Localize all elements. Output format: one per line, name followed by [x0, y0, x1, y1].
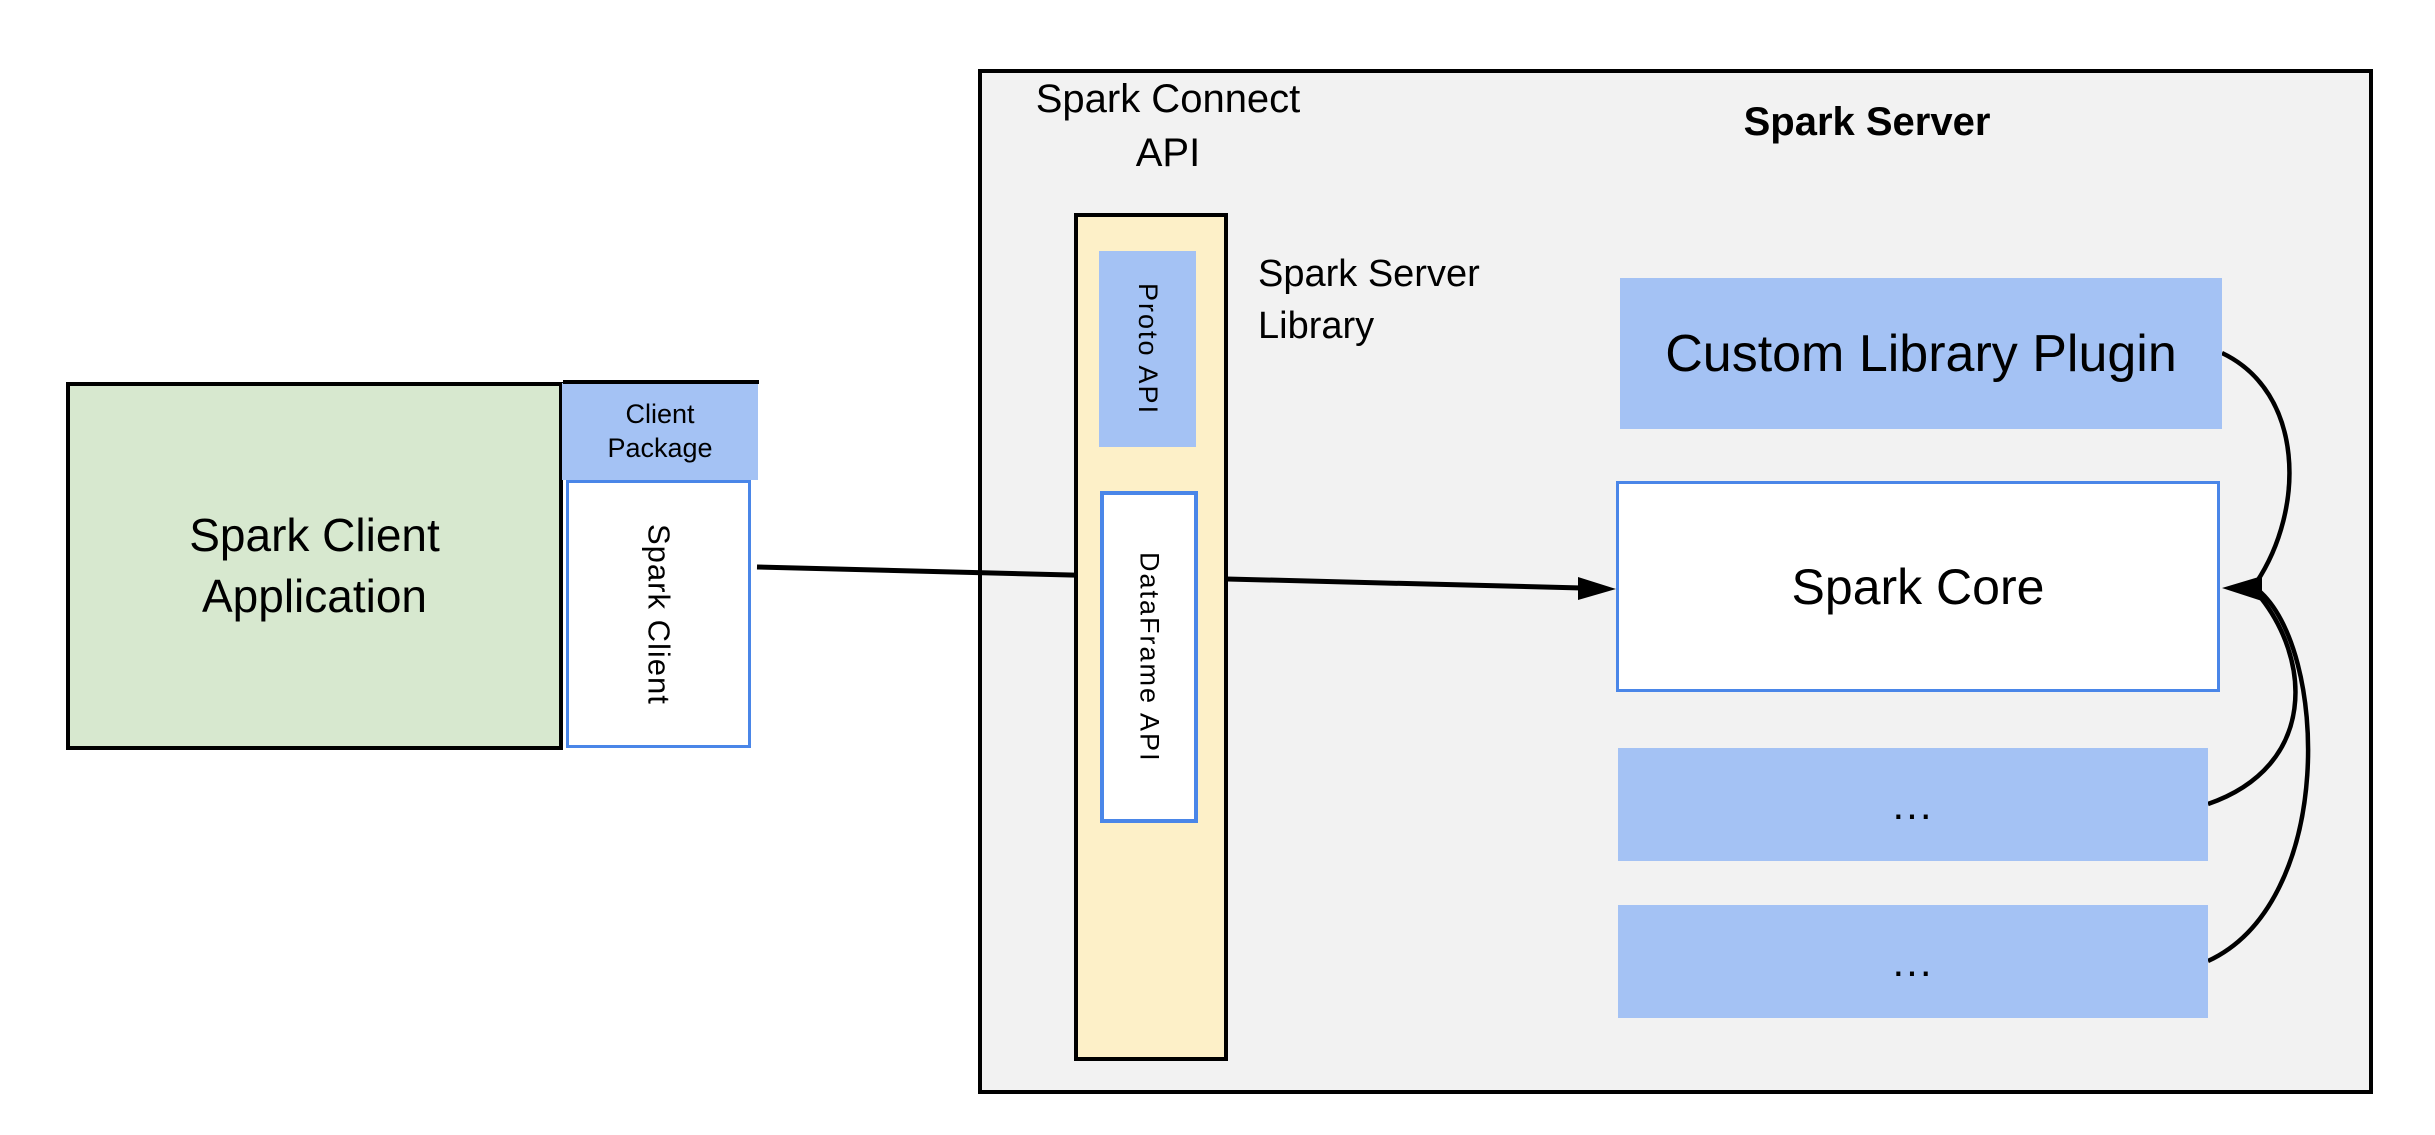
- spark-server-title: Spark Server: [1743, 100, 1991, 144]
- spark-server-library-label: Spark Server Library: [1258, 253, 1480, 348]
- proto-api-label: Proto API: [1133, 282, 1163, 416]
- spark-client-application-box: Spark Client Application: [66, 382, 563, 750]
- spark-core-label: Spark Core: [1791, 558, 2045, 615]
- ellipsis-label-2: ...: [1892, 937, 1934, 985]
- spark-core-box: Spark Core: [1616, 481, 2220, 692]
- spark-connect-api-title: Spark Connect API: [988, 72, 1348, 180]
- spark-connect-api-title-text: Spark Connect API: [1035, 77, 1301, 175]
- spark-client-box: Spark Client: [566, 480, 751, 748]
- custom-library-plugin-box: Custom Library Plugin: [1620, 278, 2222, 429]
- dataframe-api-label: DataFrame API: [1134, 551, 1165, 763]
- spark-client-application-label: Spark Client Application: [189, 509, 440, 622]
- dataframe-api-box: DataFrame API: [1100, 491, 1198, 823]
- ellipsis-label-1: ...: [1892, 780, 1934, 828]
- server-module-placeholder-1: ...: [1618, 748, 2208, 861]
- spark-client-label: Spark Client: [641, 523, 677, 705]
- client-package-label: Client Package: [607, 398, 713, 463]
- client-package-box: Client Package: [562, 383, 758, 480]
- server-module-placeholder-2: ...: [1618, 905, 2208, 1018]
- proto-api-box: Proto API: [1099, 251, 1196, 447]
- green-box-top-border-overhang: [563, 380, 759, 384]
- custom-library-plugin-label: Custom Library Plugin: [1665, 324, 2177, 383]
